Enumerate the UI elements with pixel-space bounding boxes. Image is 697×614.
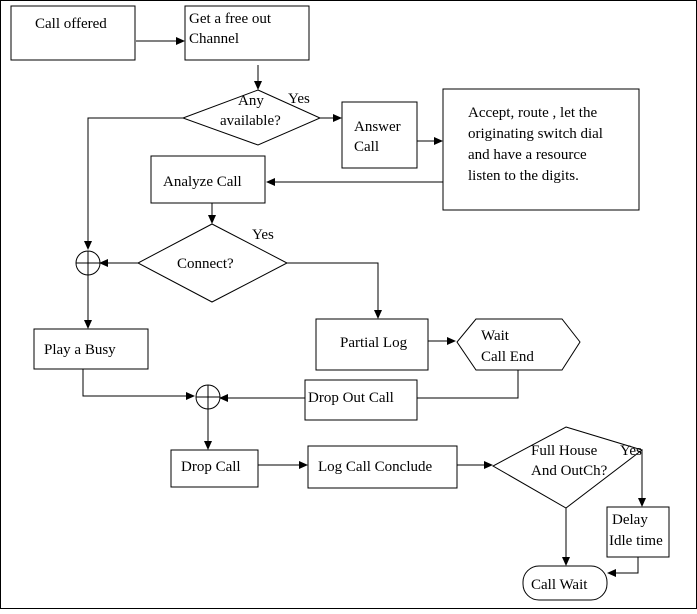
node-play-a-busy: Play a Busy xyxy=(33,328,149,370)
yes-label: Yes xyxy=(620,443,642,459)
arrowhead xyxy=(434,137,443,145)
node-label-line2: Call xyxy=(354,139,379,155)
node-drop-call: Drop Call xyxy=(170,449,259,488)
edge-any-no-junction1 xyxy=(87,117,183,241)
arrowhead xyxy=(176,37,185,45)
edge-busy-junction2 xyxy=(82,369,186,397)
node-partial-log: Partial Log xyxy=(315,318,429,371)
node-analyze-call: Analyze Call xyxy=(150,155,266,204)
node-label-line1: Full House xyxy=(531,443,598,459)
node-label: Call offered xyxy=(35,16,107,32)
node-label-line4: listen to the digits. xyxy=(468,168,579,184)
node-label: Connect? xyxy=(177,256,234,272)
node-label: Log Call Conclude xyxy=(318,459,432,475)
node-label: Call Wait xyxy=(531,577,588,593)
arrowhead xyxy=(219,394,228,402)
node-drop-out-call: Drop Out Call xyxy=(304,379,418,421)
node-call-offered: Call offered xyxy=(10,5,136,61)
arrowhead xyxy=(299,461,308,469)
junction-2 xyxy=(195,384,221,410)
arrowhead xyxy=(186,392,195,400)
arrowhead xyxy=(208,215,216,224)
edge-connect-partiallog xyxy=(287,262,379,310)
node-label-line1: Any xyxy=(238,93,264,109)
node-label-line3: and have a resource xyxy=(468,147,587,163)
arrowhead xyxy=(484,461,493,469)
node-label-line2: Channel xyxy=(189,31,239,47)
arrowhead xyxy=(84,320,92,329)
node-label-line2: available? xyxy=(220,113,281,129)
node-label-line1: Wait xyxy=(481,328,510,344)
node-connect-decision: Connect? xyxy=(136,223,289,303)
node-label: Analyze Call xyxy=(163,174,242,190)
node-accept-route: Accept, route , let the originating swit… xyxy=(442,88,640,211)
arrowhead xyxy=(607,569,616,577)
node-label: Play a Busy xyxy=(44,342,116,358)
edge-delay-callwait xyxy=(616,557,639,574)
node-get-free-out-channel: Get a free out Channel xyxy=(184,5,310,61)
node-label: Partial Log xyxy=(340,335,408,351)
arrowhead xyxy=(447,337,456,345)
node-label-line2: Call End xyxy=(481,349,534,365)
node-label: Drop Out Call xyxy=(308,390,394,406)
node-full-house-decision: Full House And OutCh? xyxy=(491,426,644,509)
junction-1 xyxy=(75,250,101,276)
node-label-line1: Accept, route , let the xyxy=(468,105,597,121)
node-label-line2: originating switch dial xyxy=(468,126,603,142)
arrowhead xyxy=(84,241,92,250)
arrowhead xyxy=(374,310,382,319)
node-log-call-conclude: Log Call Conclude xyxy=(307,445,458,489)
node-wait-call-end: Wait Call End xyxy=(456,318,581,371)
arrowhead xyxy=(204,441,212,450)
arrowhead xyxy=(562,557,570,566)
node-label-line2: Idle time xyxy=(609,533,663,549)
arrowhead xyxy=(99,259,108,267)
arrowhead xyxy=(254,81,262,90)
node-label-line1: Answer xyxy=(354,119,401,135)
node-label-line1: Get a free out xyxy=(189,11,272,27)
arrowhead xyxy=(333,114,342,122)
arrowhead xyxy=(266,178,275,186)
connectors xyxy=(82,37,646,577)
node-label-line2: And OutCh? xyxy=(531,463,608,479)
yes-label: Yes xyxy=(252,227,274,243)
arrowhead xyxy=(638,498,646,507)
node-label: Drop Call xyxy=(181,459,241,475)
node-label-line1: Delay xyxy=(612,512,648,528)
node-call-wait: Call Wait xyxy=(522,565,608,601)
edge-wait-dropout xyxy=(417,370,519,399)
node-any-available-decision: Any available? xyxy=(181,89,322,146)
node-answer-call: Answer Call xyxy=(341,101,418,169)
node-delay-idle-time: Delay Idle time xyxy=(606,506,670,558)
yes-label: Yes xyxy=(288,91,310,107)
